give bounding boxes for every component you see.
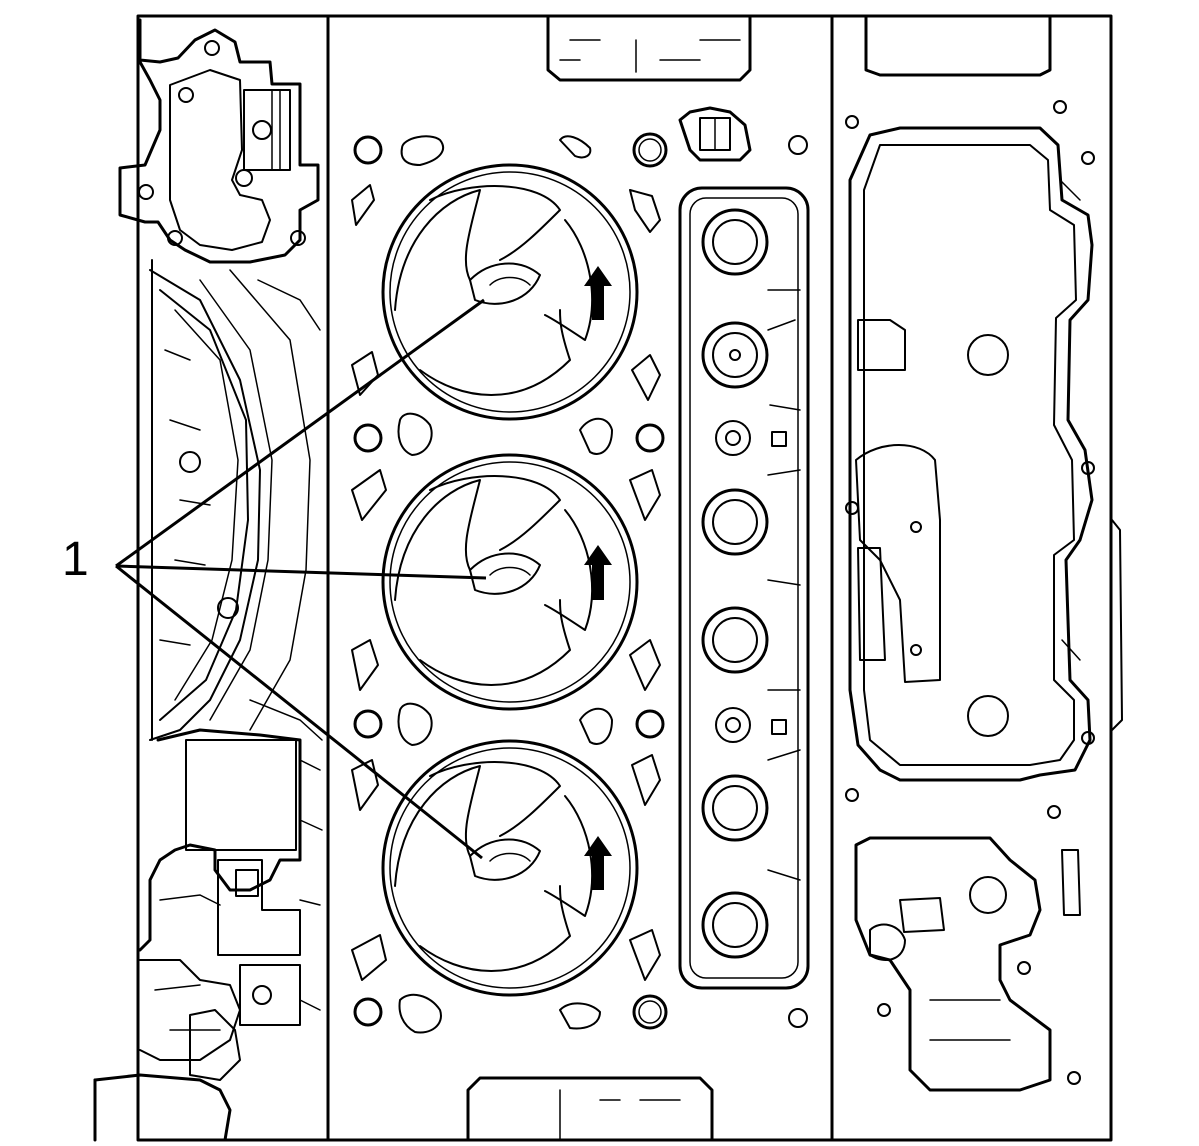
leader-line-piston-3 [115, 564, 483, 860]
piston-2 [381, 453, 639, 711]
piston-1 [381, 163, 639, 421]
callout-label: 1 [62, 533, 89, 586]
right-side-cover [845, 14, 1123, 1092]
piston-direction-arrows [584, 266, 612, 890]
arrow-up-icon [584, 266, 612, 320]
coolant-passages [351, 135, 661, 1034]
piston-3 [381, 739, 639, 997]
arrow-up-icon [584, 836, 612, 890]
gallery-plugs [701, 208, 769, 959]
bolt-holes [353, 132, 808, 1030]
left-timing-cover [93, 18, 323, 1142]
arrow-up-icon [584, 545, 612, 600]
block-frame [136, 14, 1113, 1142]
cylinder-bores [381, 163, 639, 997]
callout-leaders [115, 298, 487, 860]
gallery-strip [678, 106, 810, 990]
deck-tabs [466, 14, 752, 1142]
leader-line-piston-2 [115, 564, 487, 580]
leader-line-piston-1 [115, 298, 485, 568]
